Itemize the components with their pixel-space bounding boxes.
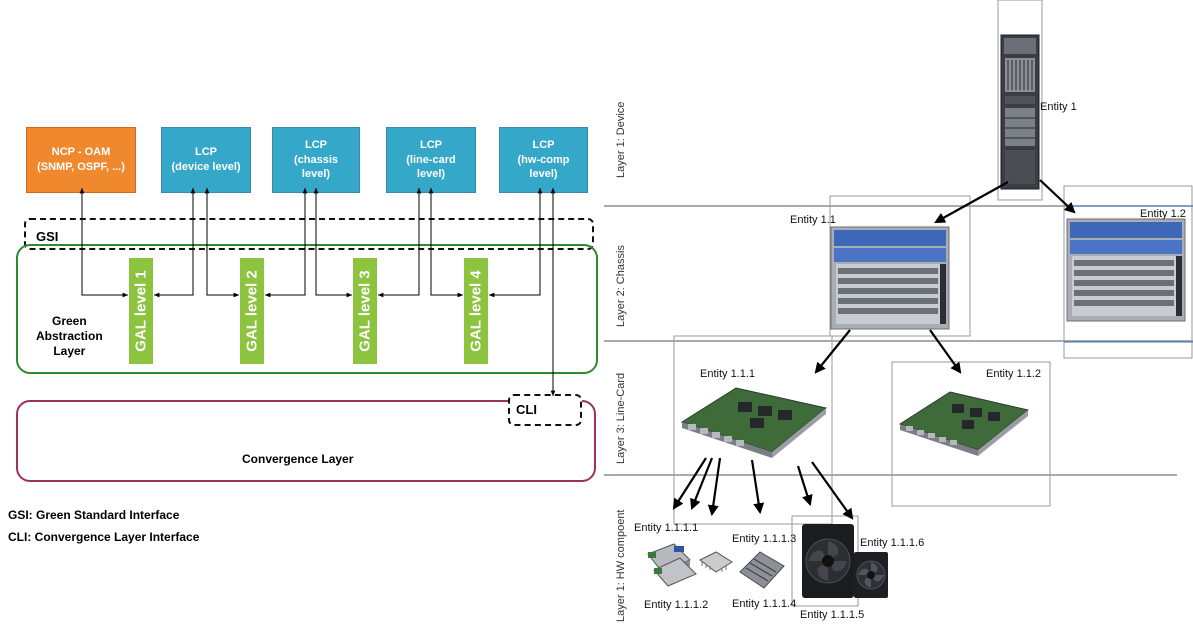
connector-lcp3-gal3 — [378, 188, 422, 298]
lcp-chassis-box: LCP (chassis level) — [272, 127, 360, 193]
lcp-hw-comp-box: LCP (hw-comp level) — [499, 127, 588, 193]
entity-frame — [891, 361, 1051, 507]
gal-layer-line3: Layer — [53, 344, 86, 358]
transceiver-1-1-1-1-image — [647, 543, 697, 587]
arrow-to-e1-1-1-4 — [750, 459, 765, 515]
lcp-line3: level) — [416, 168, 446, 181]
gal-level-3-bar: GAL level 3 — [353, 258, 377, 364]
gal-layer-line2: Abstraction — [36, 329, 103, 343]
line-card-1-1-1-image — [680, 387, 828, 458]
fan-1-1-1-6-image — [854, 552, 888, 598]
connector-lcp2-gal3 — [313, 188, 352, 298]
chassis-1-1-image — [830, 226, 950, 330]
arrow-e1-to-e1-1 — [934, 181, 1009, 224]
lcp-line2: (chassis — [293, 153, 339, 166]
entity-frame — [1063, 185, 1193, 359]
cli-interface-box — [508, 394, 582, 426]
entity-1-1-1-1-label: Entity 1.1.1.1 — [634, 522, 699, 534]
entity-1-1-1-3-label: Entity 1.1.1.3 — [732, 533, 797, 545]
entity-1-1-1-2-label: Entity 1.1.1.2 — [644, 599, 709, 611]
gal-level-1-bar: GAL level 1 — [129, 258, 153, 364]
entity-1-label: Entity 1 — [1040, 101, 1077, 113]
arrow-e1-to-e1-2 — [1039, 179, 1076, 214]
entity-1-1-1-6-label: Entity 1.1.1.6 — [860, 537, 925, 549]
router-rack-image — [1000, 34, 1040, 190]
entity-1-2-label: Entity 1.2 — [1140, 208, 1186, 220]
convergence-layer-box — [16, 400, 596, 482]
entity-1-1-1-4-label: Entity 1.1.1.4 — [732, 598, 797, 610]
ncp-line2: (SNMP, OSPF, ...) — [37, 161, 125, 173]
chassis-1-2-image — [1066, 218, 1186, 322]
cli-label: CLI — [516, 402, 537, 417]
lcp-line1: LCP — [419, 138, 442, 151]
lcp-line1: LCP — [532, 138, 555, 151]
lcp-line2: (hw-comp — [517, 153, 570, 166]
lcp-line3: level) — [301, 168, 331, 181]
entity-frame — [997, 0, 1043, 201]
arrow-to-e1-1-1-2 — [690, 457, 714, 511]
lcp-line2: (line-card — [406, 153, 456, 166]
gal-level-4-bar: GAL level 4 — [464, 258, 488, 364]
entity-frame — [829, 195, 971, 337]
convergence-layer-label: Convergence Layer — [242, 452, 354, 466]
legend-cli: CLI: Convergence Layer Interface — [8, 530, 200, 544]
arrow-to-e1-1-1-3 — [707, 457, 722, 517]
line-card-1-1-2-image — [898, 391, 1030, 456]
ncp-line1: NCP - OAM — [51, 146, 111, 159]
entity-frame — [673, 335, 833, 525]
fan-1-1-1-5-image — [802, 524, 854, 598]
layer-grid — [604, 0, 1193, 607]
entity-1-1-2-label: Entity 1.1.2 — [986, 368, 1042, 380]
entity-1-1-label: Entity 1.1 — [790, 214, 836, 226]
arrow-e1-1-to-e1-1-2 — [929, 329, 962, 374]
entity-1-1-1-label: Entity 1.1.1 — [700, 368, 756, 380]
chip-1-1-1-4-image — [739, 551, 785, 589]
lcp-line3: level) — [529, 168, 558, 181]
arrow-to-e1-1-1-5 — [796, 465, 813, 507]
connector-lcp4-gal4 — [489, 188, 543, 298]
connector-lcp3-gal4 — [428, 188, 463, 298]
connector-lcp2-gal2 — [265, 188, 308, 298]
connector-ncp-gal1 — [79, 188, 128, 298]
gal-level-2-bar: GAL level 2 — [240, 258, 264, 364]
entity-1-1-1-5-label: Entity 1.1.1.5 — [800, 609, 865, 621]
arrow-to-e1-1-1-1 — [672, 457, 707, 510]
gsi-label: GSI — [36, 229, 59, 244]
chip-1-1-1-3-image — [699, 551, 733, 573]
lcp-device-box: LCP (device level) — [161, 127, 251, 193]
legend-gsi: GSI: Green Standard Interface — [8, 508, 180, 522]
ncp-oam-box: NCP - OAM (SNMP, OSPF, ...) — [26, 127, 136, 193]
connector-lcp1-gal2 — [204, 188, 239, 298]
lcp-line1: LCP — [195, 146, 217, 159]
lcp-line2: (device level) — [171, 161, 241, 173]
gal-layer-label: Green Abstraction Layer — [36, 314, 103, 359]
gal-layer-line1: Green — [52, 314, 87, 328]
lcp-line-card-box: LCP (line-card level) — [386, 127, 476, 193]
connector-lcp1-gal1 — [154, 188, 196, 298]
lcp-line1: LCP — [305, 138, 327, 151]
arrow-e1-1-to-e1-1-1 — [814, 329, 851, 374]
hierarchy-arrows — [672, 179, 1076, 520]
gsi-interface-box — [24, 218, 594, 250]
connector-lines — [79, 188, 556, 396]
arrow-to-e1-1-1-6 — [811, 461, 854, 520]
